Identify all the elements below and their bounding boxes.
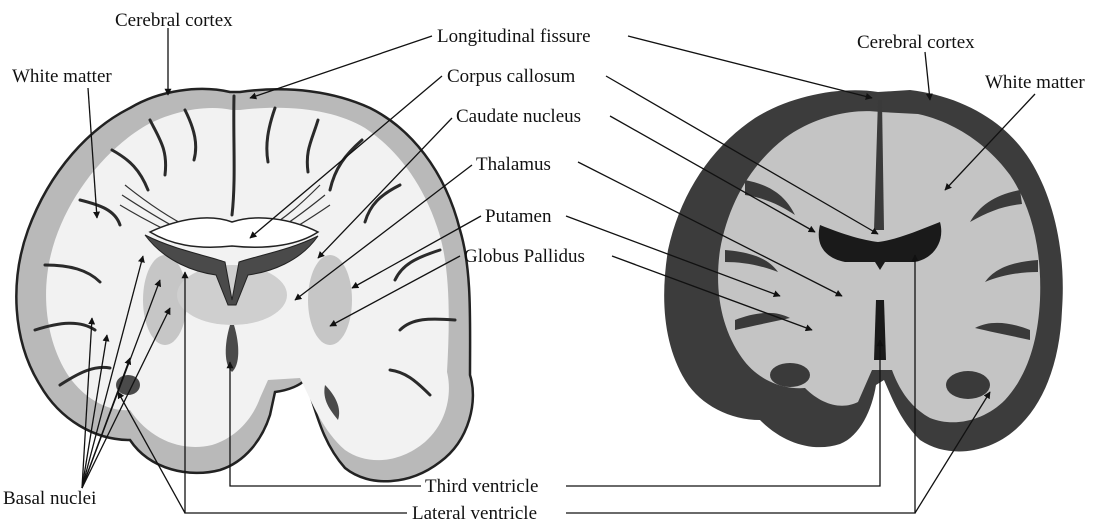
label-white-matter-right: White matter xyxy=(985,72,1085,93)
schematic-brain-section xyxy=(16,89,473,481)
schematic-corpus-callosum xyxy=(150,218,318,247)
label-globus-pallidus: Globus Pallidus xyxy=(464,246,585,267)
label-cerebral-cortex-right: Cerebral cortex xyxy=(857,32,975,53)
arrow-longitudinal-fissure-right xyxy=(628,36,872,98)
label-thalamus: Thalamus xyxy=(476,154,551,175)
schematic-putamen-right xyxy=(308,255,352,345)
label-caudate-nucleus: Caudate nucleus xyxy=(456,106,581,127)
label-putamen: Putamen xyxy=(485,206,552,227)
label-white-matter-left: White matter xyxy=(12,66,112,87)
label-third-ventricle: Third ventricle xyxy=(425,476,538,497)
schematic-thalamus xyxy=(177,265,287,325)
label-basal-nuclei: Basal nuclei xyxy=(3,488,96,509)
label-corpus-callosum: Corpus callosum xyxy=(447,66,575,87)
arrow-longitudinal-fissure-left xyxy=(250,36,432,98)
label-longitudinal-fissure: Longitudinal fissure xyxy=(437,26,591,47)
label-lateral-ventricle: Lateral ventricle xyxy=(412,503,537,524)
label-cerebral-cortex-left: Cerebral cortex xyxy=(115,10,233,31)
